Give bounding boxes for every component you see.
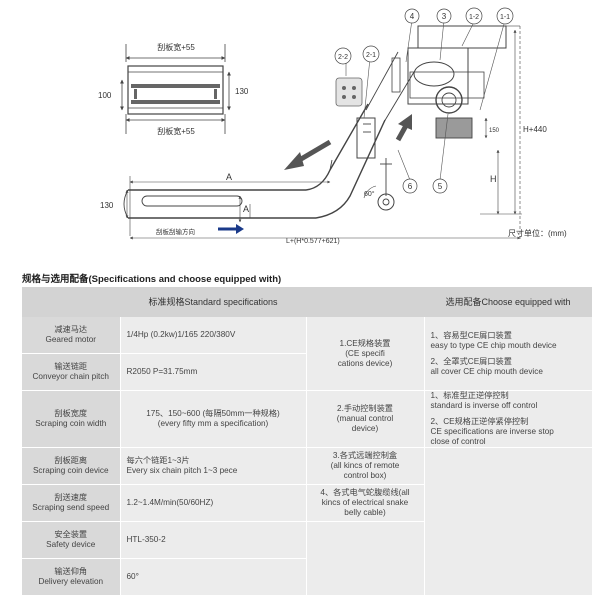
cross-section-view: [120, 44, 231, 134]
header-middle: [306, 287, 424, 317]
length-formula: L+(H*0.577+621): [286, 238, 340, 245]
bottom-width-label: 刮板宽+55: [157, 126, 195, 136]
dim-130-right: 130: [235, 87, 249, 96]
unit-label: 尺寸单位：(mm): [508, 228, 567, 238]
dim-a-top: A: [226, 172, 232, 182]
elevation-angle: 60°: [364, 190, 375, 198]
side-dimensions: [125, 25, 522, 240]
callout-5: 5: [438, 182, 443, 191]
header-options: 选用配备Choose equipped with: [424, 287, 592, 317]
std-value: HTL-350-2: [119, 521, 306, 559]
callout-6: 6: [408, 182, 413, 191]
conveyor-drawing: 刮板宽+55 刮板宽+55 100 130: [98, 7, 567, 245]
side-view: [123, 25, 507, 219]
dim-h: H: [490, 174, 497, 184]
section-title: 规格与选用配备(Specifications and choose equipp…: [22, 274, 282, 285]
direction-label: 刮板刮输方向: [156, 227, 195, 236]
header-empty: [22, 287, 120, 317]
dim-a-bottom: A: [243, 204, 249, 214]
callout-2-1: 2-1: [366, 52, 376, 59]
option-empty: [423, 447, 592, 596]
callout-4: 4: [410, 12, 415, 21]
dim-h440: H+440: [523, 125, 547, 134]
std-value: R2050 P=31.75mm: [119, 353, 306, 391]
part-callouts: [334, 7, 514, 194]
dim-100: 100: [98, 91, 112, 100]
std-value: 60°: [119, 558, 306, 596]
spec-table: 标准规格Standard specifications 选用配备Choose e…: [22, 287, 592, 596]
std-value: 175、150~600 (每隔50mm一种规格)(every fifty mm …: [119, 390, 306, 448]
control-empty: [305, 521, 424, 596]
std-value: 1/4Hp (0.2kw)1/165 220/380V: [119, 317, 306, 354]
header-row: 标准规格Standard specifications 选用配备Choose e…: [22, 287, 592, 317]
callout-1-1: 1-1: [500, 14, 510, 21]
header-standard: 标准规格Standard specifications: [120, 287, 306, 317]
callout-2-2: 2-2: [338, 54, 348, 61]
top-width-label: 刮板宽+55: [157, 42, 195, 52]
dim-130-left: 130: [100, 201, 114, 210]
callout-3: 3: [442, 12, 447, 21]
dim-150: 150: [489, 128, 500, 134]
std-value: 1.2~1.4M/min(50/60HZ): [119, 484, 306, 522]
callout-1-2: 1-2: [469, 14, 479, 21]
